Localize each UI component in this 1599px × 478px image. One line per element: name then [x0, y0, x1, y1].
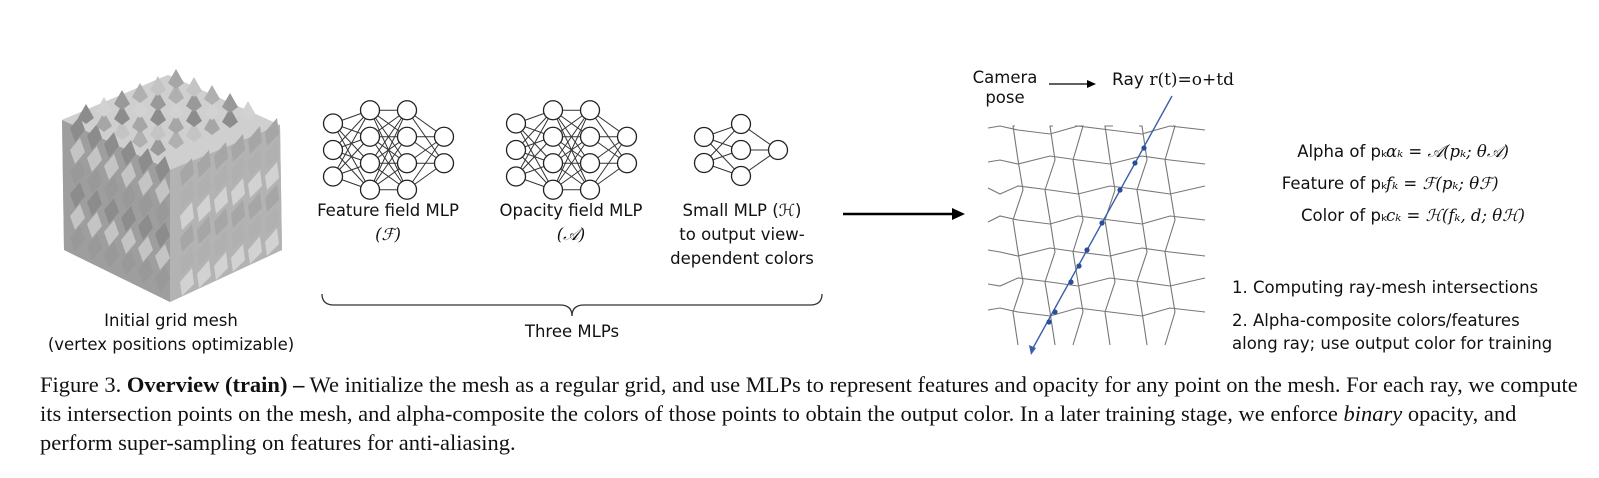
opacity-mlp-symbol: (𝒜) [556, 225, 586, 244]
definition-alpha: Alpha of pₖ αₖ = 𝒜(pₖ; θ𝒜) [1238, 142, 1558, 174]
camera-label-line2: pose [985, 88, 1025, 107]
feature-mlp-name: Feature field MLP [317, 201, 459, 220]
small-mlp-label: Small MLP (ℋ) to output view- dependent … [664, 199, 820, 271]
step-1-text: 1. Computing ray-mesh intersections [1232, 278, 1539, 297]
definition-feature-label: Feature of pₖ [1281, 174, 1388, 193]
definition-alpha-label: Alpha of pₖ [1297, 142, 1388, 161]
figure-caption: Figure 3. Overview (train) – We initiali… [40, 370, 1580, 457]
camera-label-line1: Camera [972, 68, 1038, 87]
step-2-text: 2. Alpha-composite colors/features along… [1232, 309, 1552, 355]
definition-color-label: Color of pₖ [1301, 206, 1388, 225]
camera-pose-label: Camera pose [965, 68, 1045, 108]
definition-color-formula: cₖ = ℋ(fₖ, d; θℋ) [1386, 206, 1525, 225]
opacity-mlp-label: Opacity field MLP (𝒜) [491, 199, 651, 247]
opacity-field-mlp-diagram [505, 100, 638, 200]
definition-alpha-formula: αₖ = 𝒜(pₖ; θ𝒜) [1386, 142, 1509, 161]
ray-intersection-points [1046, 145, 1147, 325]
wavy-mesh-grid [987, 125, 1206, 346]
small-mlp-desc2: dependent colors [670, 249, 814, 268]
camera-to-ray-arrow [1049, 80, 1096, 88]
mesh-label-line1: Initial grid mesh [104, 311, 238, 330]
caption-text-part1: We initialize the mesh as a regular grid… [40, 372, 1578, 426]
caption-bold-title: Overview (train) – [126, 372, 305, 397]
definition-feature: Feature of pₖ fₖ = ℱ(pₖ; θℱ) [1238, 174, 1558, 206]
mlp-group-label: Three MLPs [524, 322, 620, 341]
caption-figure-label: Figure 3. [40, 372, 122, 397]
figure-graphics [62, 69, 1206, 355]
ray-formula: r(t)=o+td [1149, 70, 1234, 90]
definition-color: Color of pₖ cₖ = ℋ(fₖ, d; θℋ) [1238, 206, 1558, 238]
caption-italic-word: binary [1343, 401, 1403, 426]
ray-label: Ray r(t)=o+td [1112, 70, 1234, 90]
feature-mlp-label: Feature field MLP (ℱ) [308, 199, 468, 247]
mlp-group-brace [321, 293, 823, 317]
step-2-line1: 2. Alpha-composite colors/features [1232, 311, 1520, 330]
small-mlp-desc1: to output view- [679, 225, 805, 244]
mesh-label: Initial grid mesh (vertex positions opti… [40, 309, 302, 357]
caption-text-part2: opacity, and perform super-sampling on f… [40, 401, 1517, 455]
small-mlp-name: Small MLP (ℋ) [682, 201, 802, 220]
definition-feature-formula: fₖ = ℱ(pₖ; θℱ) [1386, 174, 1499, 193]
opacity-mlp-name: Opacity field MLP [499, 201, 643, 220]
mesh-label-line2: (vertex positions optimizable) [47, 335, 295, 354]
definitions-block: Alpha of pₖ αₖ = 𝒜(pₖ; θ𝒜) Feature of pₖ… [1238, 142, 1558, 238]
grid-mesh-cube [62, 69, 282, 302]
feature-field-mlp-diagram [322, 100, 455, 200]
feature-mlp-symbol: (ℱ) [375, 225, 401, 244]
step-2-line2: along ray; use output color for training [1232, 334, 1553, 353]
ray-prefix: Ray [1112, 70, 1144, 90]
small-mlp-diagram [693, 113, 789, 187]
main-arrow [843, 208, 965, 220]
